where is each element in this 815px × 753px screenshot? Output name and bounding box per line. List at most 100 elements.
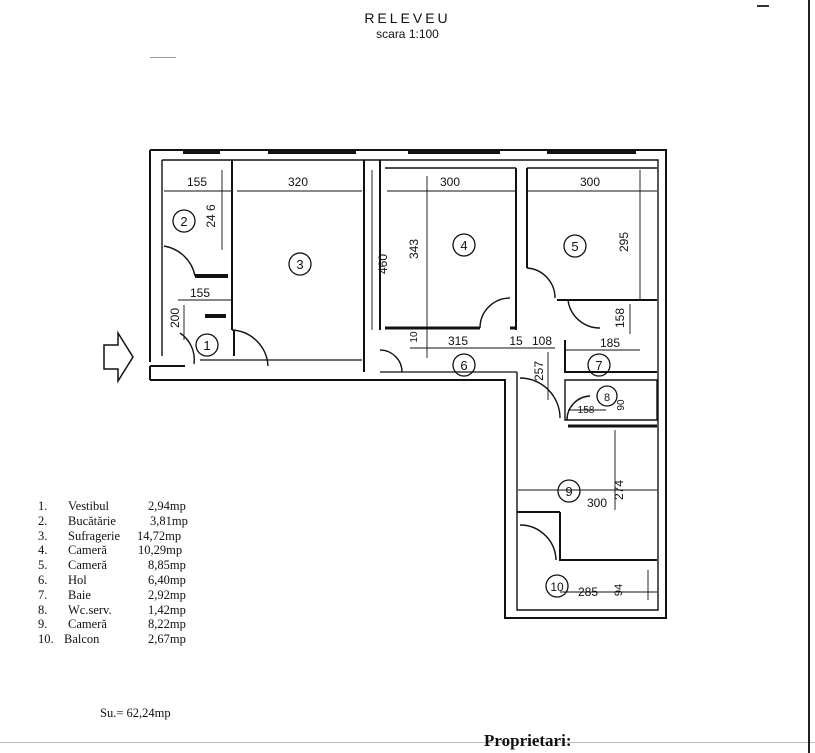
dim-label: 274	[612, 480, 626, 500]
dim-label: 460	[376, 254, 390, 274]
drawing-title-block: RELEVEU scara 1:100	[0, 10, 815, 41]
legend-room-name: Baie	[68, 587, 91, 602]
dim-label: 295	[617, 232, 631, 252]
outer-wall	[150, 149, 667, 619]
legend-room-name: Balcon	[64, 632, 100, 647]
wall-living	[363, 160, 381, 372]
room-marker-circle-2	[172, 209, 196, 233]
room-marker-circle-4	[452, 233, 476, 257]
room-marker-circle-1	[195, 333, 219, 357]
legend-area: 2,92mp	[148, 587, 186, 602]
corner-mark	[757, 5, 769, 7]
dim-label: 300	[587, 496, 607, 510]
legend-area: 8,22mp	[148, 617, 186, 632]
dim-label: 155	[190, 286, 210, 300]
legend-room-name: Hol	[68, 572, 87, 587]
legend-area: 6,40mp	[148, 572, 186, 587]
dim-label: 24 6	[204, 204, 218, 228]
room-marker-circle-10	[545, 574, 569, 598]
legend-num: 3.	[38, 528, 48, 543]
legend-num: 1.	[38, 499, 48, 513]
door-room5	[526, 267, 556, 299]
dim-label: 300	[580, 175, 600, 189]
dim-label: 320	[288, 175, 308, 189]
legend-area: 1,42mp	[148, 602, 186, 617]
room-marker-circle-7	[587, 353, 611, 377]
legend-room-name: Cameră	[68, 543, 107, 558]
legend-num: 6.	[38, 572, 48, 587]
room-marker-circle-8	[596, 385, 618, 407]
drawing-scale: scara 1:100	[376, 27, 439, 41]
room-marker-10: 10	[550, 580, 564, 594]
dim-label: 185	[600, 336, 620, 350]
dim-label: 155	[187, 175, 207, 189]
dim-label: 158	[613, 308, 627, 328]
right-border	[808, 0, 810, 753]
dim-label: 300	[440, 175, 460, 189]
door-kitchen	[163, 245, 196, 277]
room-marker-3: 3	[296, 257, 303, 272]
legend-area: 2,67mp	[148, 632, 186, 647]
room-marker-circle-5	[563, 234, 587, 258]
total-area: Su.= 62,24mp	[100, 706, 171, 720]
room-marker-5: 5	[571, 239, 578, 254]
room-marker-9: 9	[565, 484, 572, 499]
door-hall-room9	[519, 377, 561, 419]
legend-num: 10.	[38, 632, 54, 647]
entry-wall	[149, 365, 185, 380]
door-vestibule	[231, 329, 269, 367]
room-marker-1: 1	[203, 338, 210, 353]
room-marker-2: 2	[180, 214, 187, 229]
dim-label: 315	[448, 334, 468, 348]
dim-label: 343	[407, 239, 421, 259]
legend-area: 10,29mp	[138, 543, 183, 558]
legend-room-name: Cameră	[68, 617, 107, 632]
legend-area: 3,81mp	[150, 513, 188, 528]
door-room4	[479, 297, 511, 329]
legend-num: 8.	[38, 602, 48, 617]
room-marker-6: 6	[460, 358, 467, 373]
dim-label: 108	[532, 334, 552, 348]
legend-area: 8,85mp	[148, 558, 186, 573]
door-balcony	[519, 524, 557, 561]
wall-balcony	[517, 511, 657, 561]
door-bath	[567, 299, 601, 329]
dim-label: 200	[168, 308, 182, 328]
legend-room-name: Bucătărie	[68, 513, 116, 528]
legend-num: 7.	[38, 587, 48, 602]
door-living	[379, 349, 403, 373]
room-marker-circle-6	[452, 353, 476, 377]
bottom-divider	[0, 742, 815, 743]
legend-room-name: Vestibul	[68, 499, 109, 513]
entrance-arrow-icon	[103, 330, 134, 384]
dim-label: 94	[613, 584, 625, 596]
scan-mark	[150, 57, 176, 58]
room-marker-circle-9	[557, 479, 581, 503]
dim-label: 158	[578, 405, 595, 416]
legend-num: 2.	[38, 513, 48, 528]
dim-label: 257	[532, 361, 546, 381]
drawing-title: RELEVEU	[364, 10, 451, 26]
door-entry	[179, 332, 195, 365]
room-marker-circle-3	[288, 252, 312, 276]
legend-area: 2,94mp	[148, 499, 186, 513]
legend-area: 14,72mp	[137, 528, 182, 543]
wall-room4-5	[515, 168, 528, 330]
room-marker-4: 4	[460, 238, 467, 253]
inner-wall	[161, 159, 659, 611]
dim-label: 10	[409, 331, 420, 343]
legend-room-name: Wc.serv.	[68, 602, 112, 617]
dim-label: 90	[616, 399, 627, 411]
wall-wc	[564, 379, 658, 421]
wall-kitchen	[231, 160, 235, 356]
room-marker-7: 7	[595, 358, 602, 373]
wall-hall	[200, 359, 517, 373]
door-wc	[566, 395, 591, 421]
legend-num: 9.	[38, 617, 48, 632]
legend-num: 5.	[38, 558, 48, 573]
legend-room-name: Sufragerie	[68, 528, 121, 543]
legend-num: 4.	[38, 543, 48, 558]
dim-label: 285	[578, 585, 598, 599]
legend-room-name: Cameră	[68, 558, 107, 573]
